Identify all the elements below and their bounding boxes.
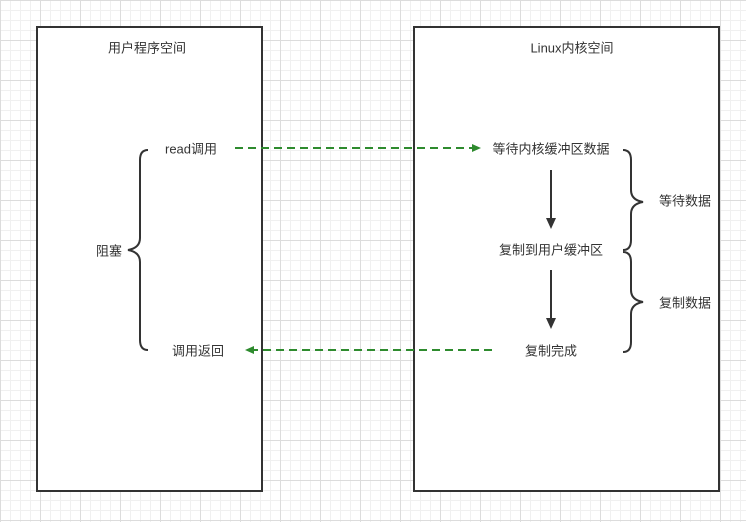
user-space-panel (36, 26, 263, 492)
wait-buffer-label: 等待内核缓冲区数据 (492, 141, 610, 157)
kernel-space-title: Linux内核空间 (530, 40, 614, 56)
kernel-space-panel (413, 26, 720, 492)
call-return-label: 调用返回 (171, 343, 225, 359)
copy-to-user-label: 复制到用户缓冲区 (498, 242, 604, 258)
copy-done-label: 复制完成 (524, 343, 578, 359)
user-space-title: 用户程序空间 (107, 40, 187, 56)
copy-data-label: 复制数据 (658, 295, 712, 311)
read-call-label: read调用 (164, 141, 218, 157)
blocked-label: 阻塞 (95, 243, 123, 259)
wait-data-label: 等待数据 (658, 193, 712, 209)
